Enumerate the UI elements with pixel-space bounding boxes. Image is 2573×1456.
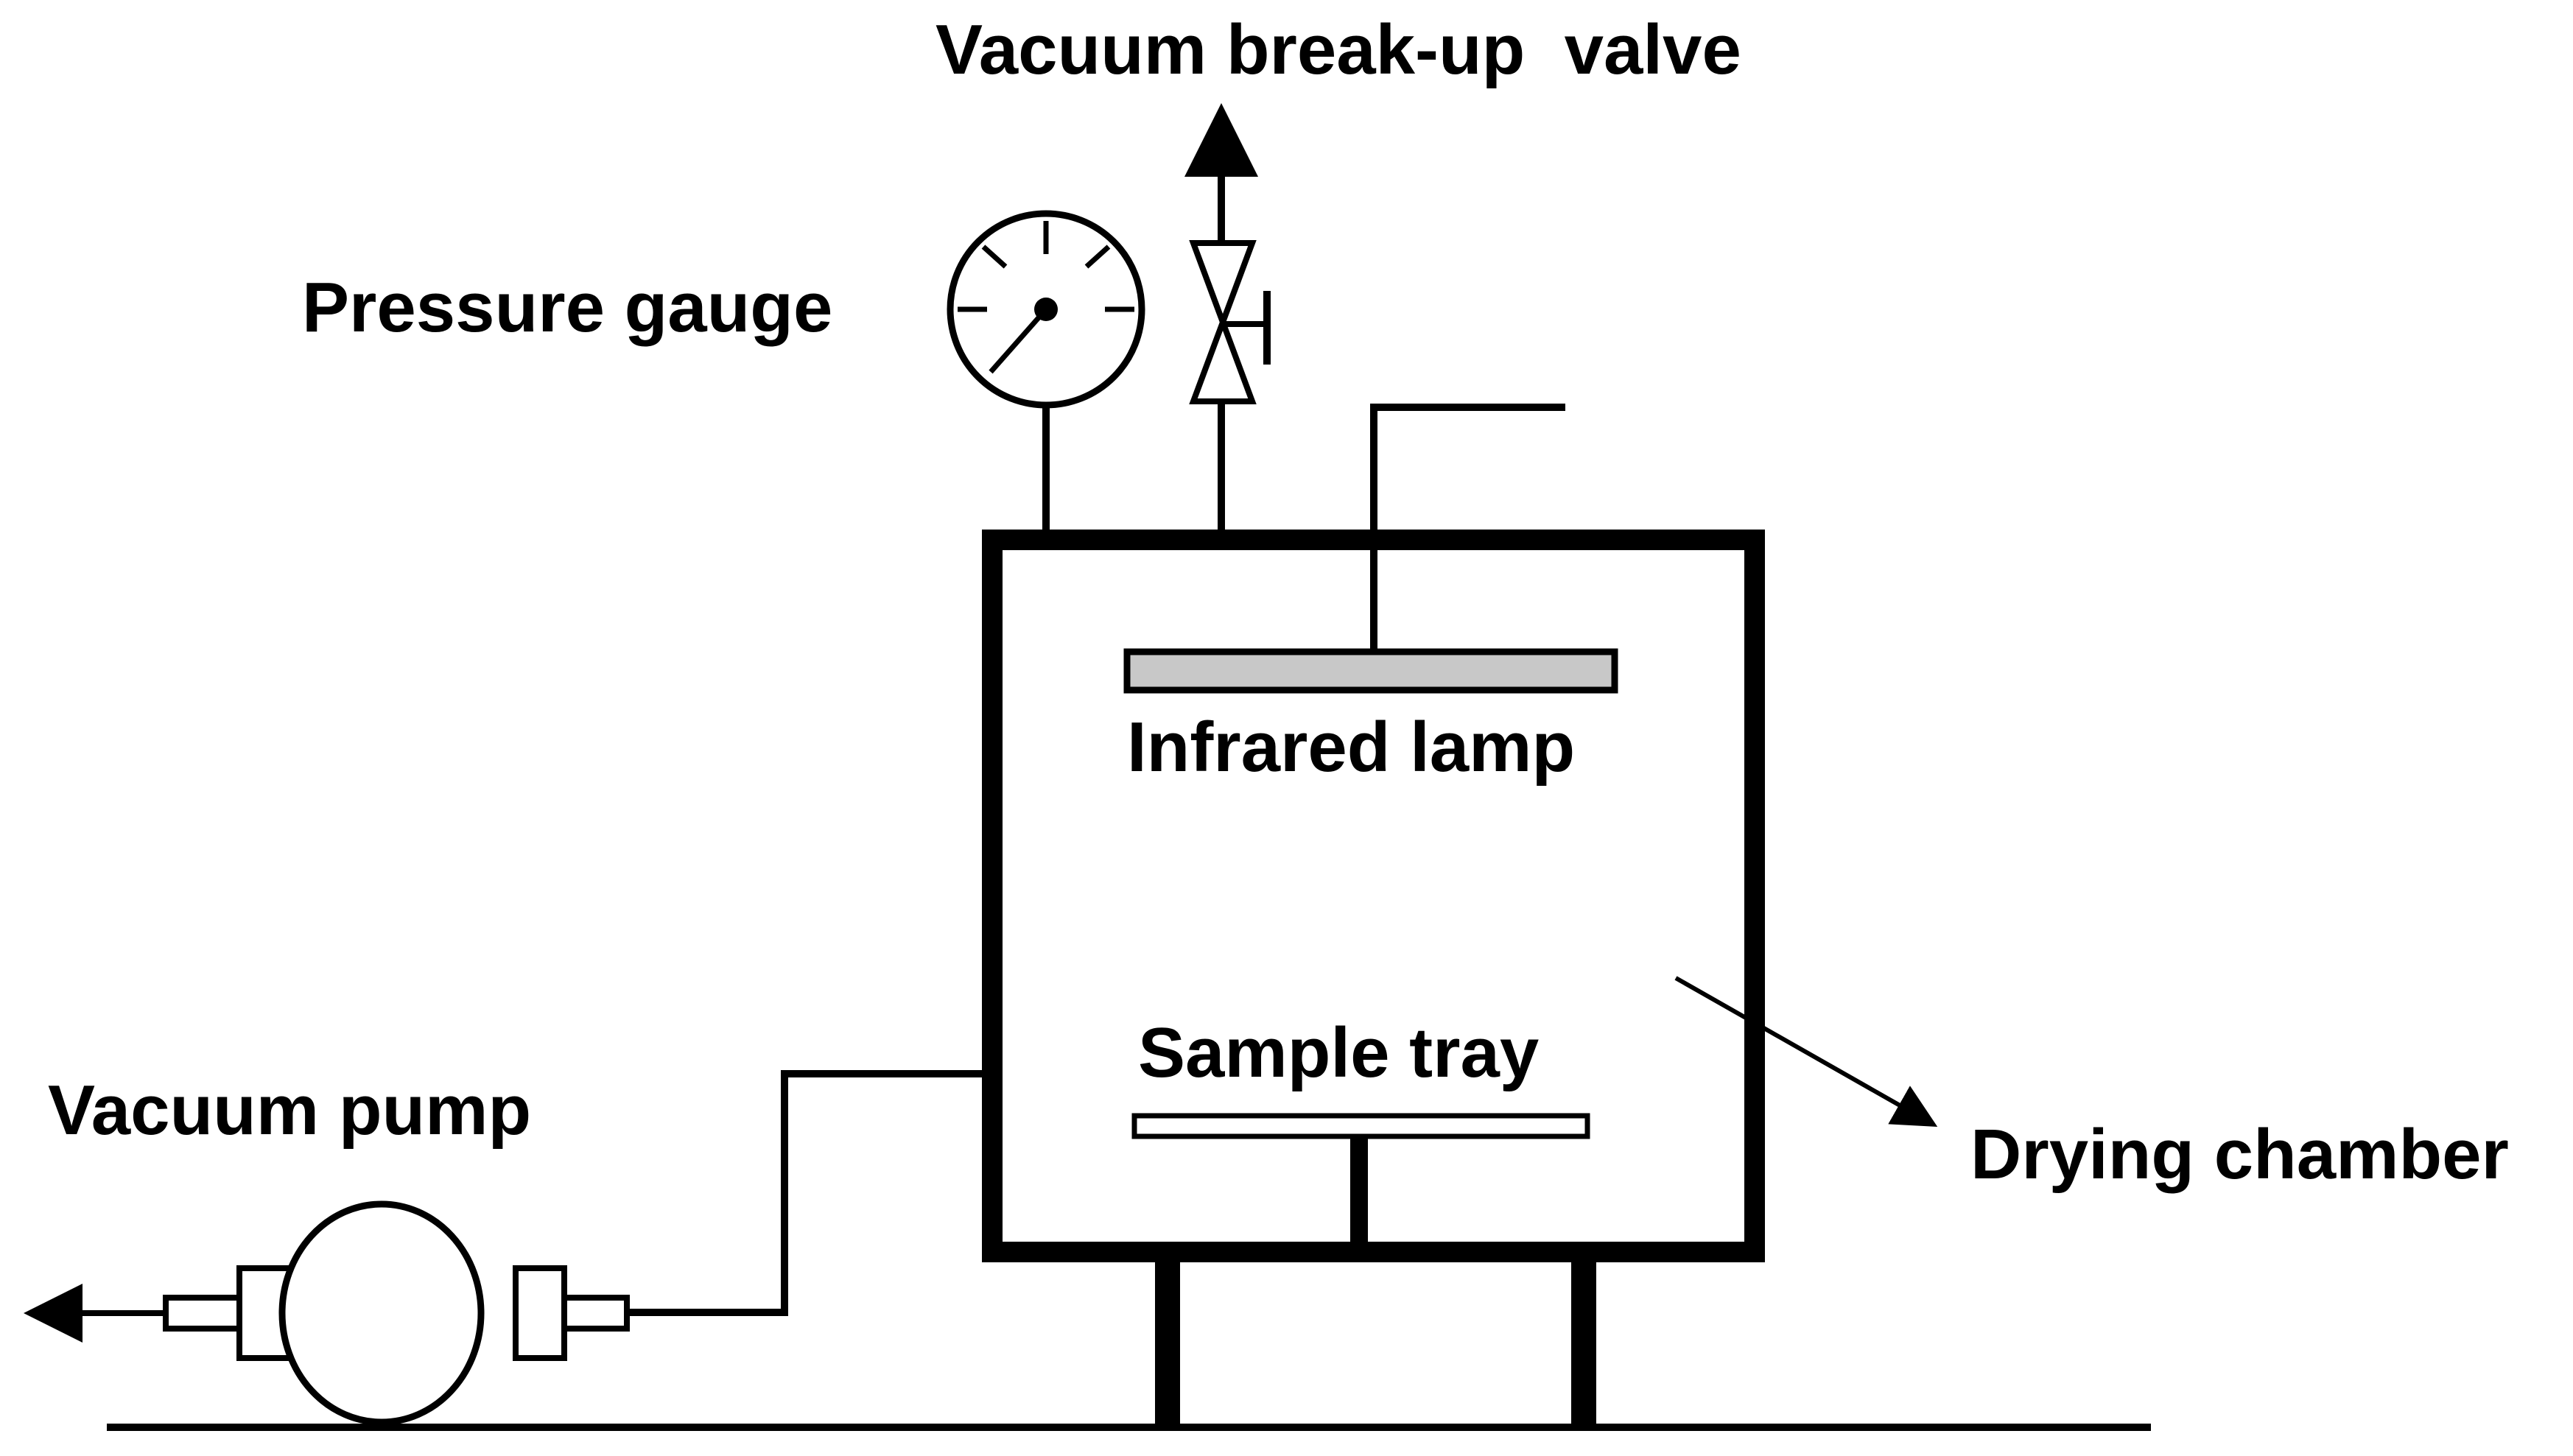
sample-tray bbox=[1131, 1113, 1590, 1252]
drying-chamber-pointer bbox=[1674, 976, 1938, 1127]
vacuum-pump-label: Vacuum pump bbox=[48, 1071, 531, 1150]
infrared-lamp bbox=[1123, 404, 1618, 694]
drying-chamber-label: Drying chamber bbox=[1970, 1115, 2509, 1194]
infrared-lamp-label: Infrared lamp bbox=[1127, 708, 1575, 787]
chamber-legs bbox=[1155, 1252, 1596, 1427]
pressure-gauge-label: Pressure gauge bbox=[302, 268, 832, 347]
sample-tray-label: Sample tray bbox=[1138, 1013, 1539, 1092]
pressure-gauge bbox=[947, 210, 1145, 540]
vacuum-line bbox=[622, 1070, 992, 1316]
vacuum-breakup-valve-label: Vacuum break-up valve bbox=[936, 10, 1741, 89]
vacuum-pump bbox=[24, 1200, 630, 1426]
vacuum-breakup-valve bbox=[1184, 103, 1271, 540]
